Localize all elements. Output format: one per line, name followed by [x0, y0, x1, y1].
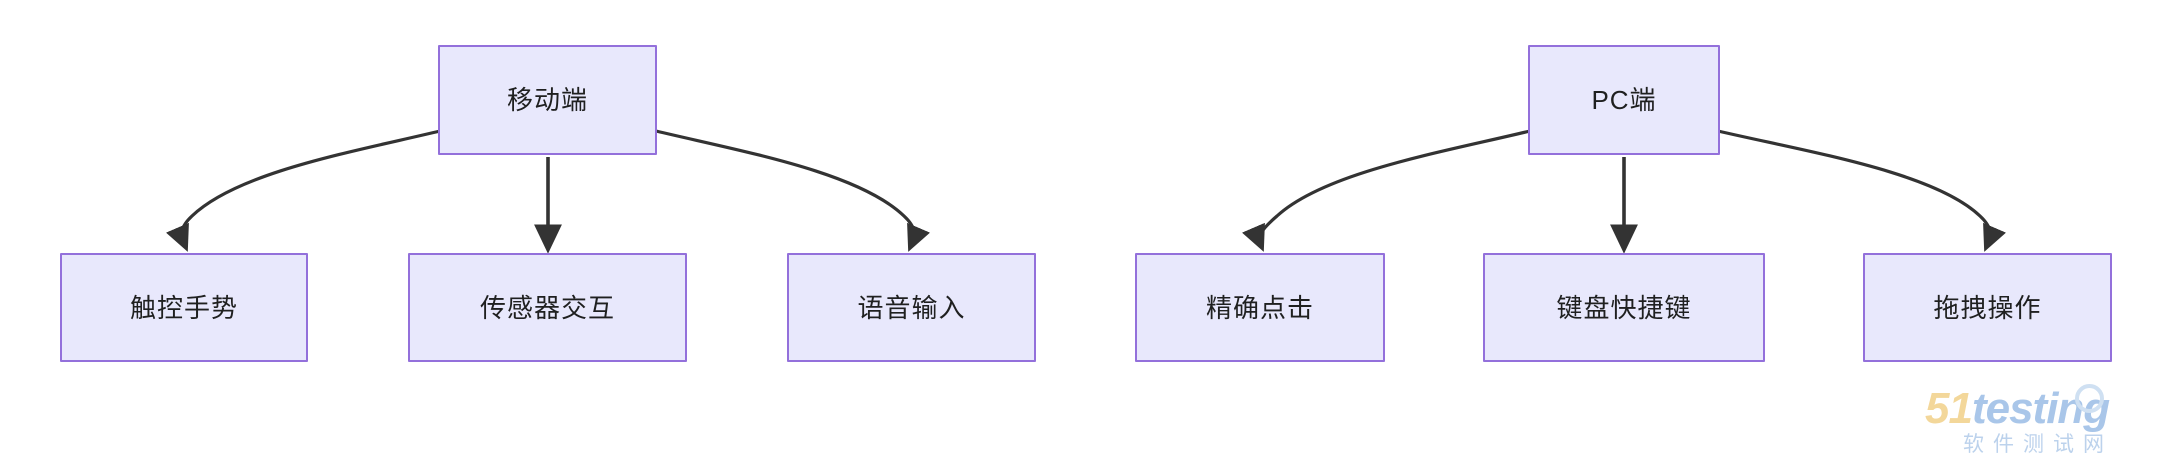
edge-mobile-voice-input	[655, 129, 931, 252]
node-touch-gesture-label: 触控手势	[129, 292, 238, 323]
edge-mobile-touch-gesture	[165, 129, 441, 252]
node-keyboard-shortcut[interactable]: 键盘快捷键	[1483, 253, 1765, 362]
node-drag-operation[interactable]: 拖拽操作	[1863, 253, 2112, 362]
node-sensor-interaction[interactable]: 传感器交互	[408, 253, 687, 362]
watermark-subtitle: 软件测试网	[1963, 433, 2113, 456]
node-precise-click-label: 精确点击	[1205, 292, 1314, 323]
node-touch-gesture[interactable]: 触控手势	[60, 253, 308, 362]
node-voice-input-label: 语音输入	[857, 292, 966, 323]
edge-pc-drag-operation	[1717, 129, 2007, 252]
node-pc-label: PC端	[1591, 85, 1657, 115]
watermark-brand: 51testing	[1925, 386, 2155, 432]
magnifier-icon	[2075, 384, 2104, 413]
node-mobile-label: 移动端	[506, 85, 588, 115]
watermark-brand-51: 51	[1925, 384, 1973, 433]
node-pc[interactable]: PC端	[1528, 45, 1720, 155]
node-keyboard-shortcut-label: 键盘快捷键	[1556, 292, 1692, 323]
node-sensor-interaction-label: 传感器交互	[479, 292, 615, 323]
node-drag-operation-label: 拖拽操作	[1933, 292, 2042, 323]
node-mobile[interactable]: 移动端	[438, 45, 657, 155]
edge-pc-precise-click	[1241, 129, 1531, 252]
node-voice-input[interactable]: 语音输入	[787, 253, 1036, 362]
watermark-51testing: 51testing 软件测试网	[1925, 384, 2155, 466]
node-precise-click[interactable]: 精确点击	[1135, 253, 1385, 362]
